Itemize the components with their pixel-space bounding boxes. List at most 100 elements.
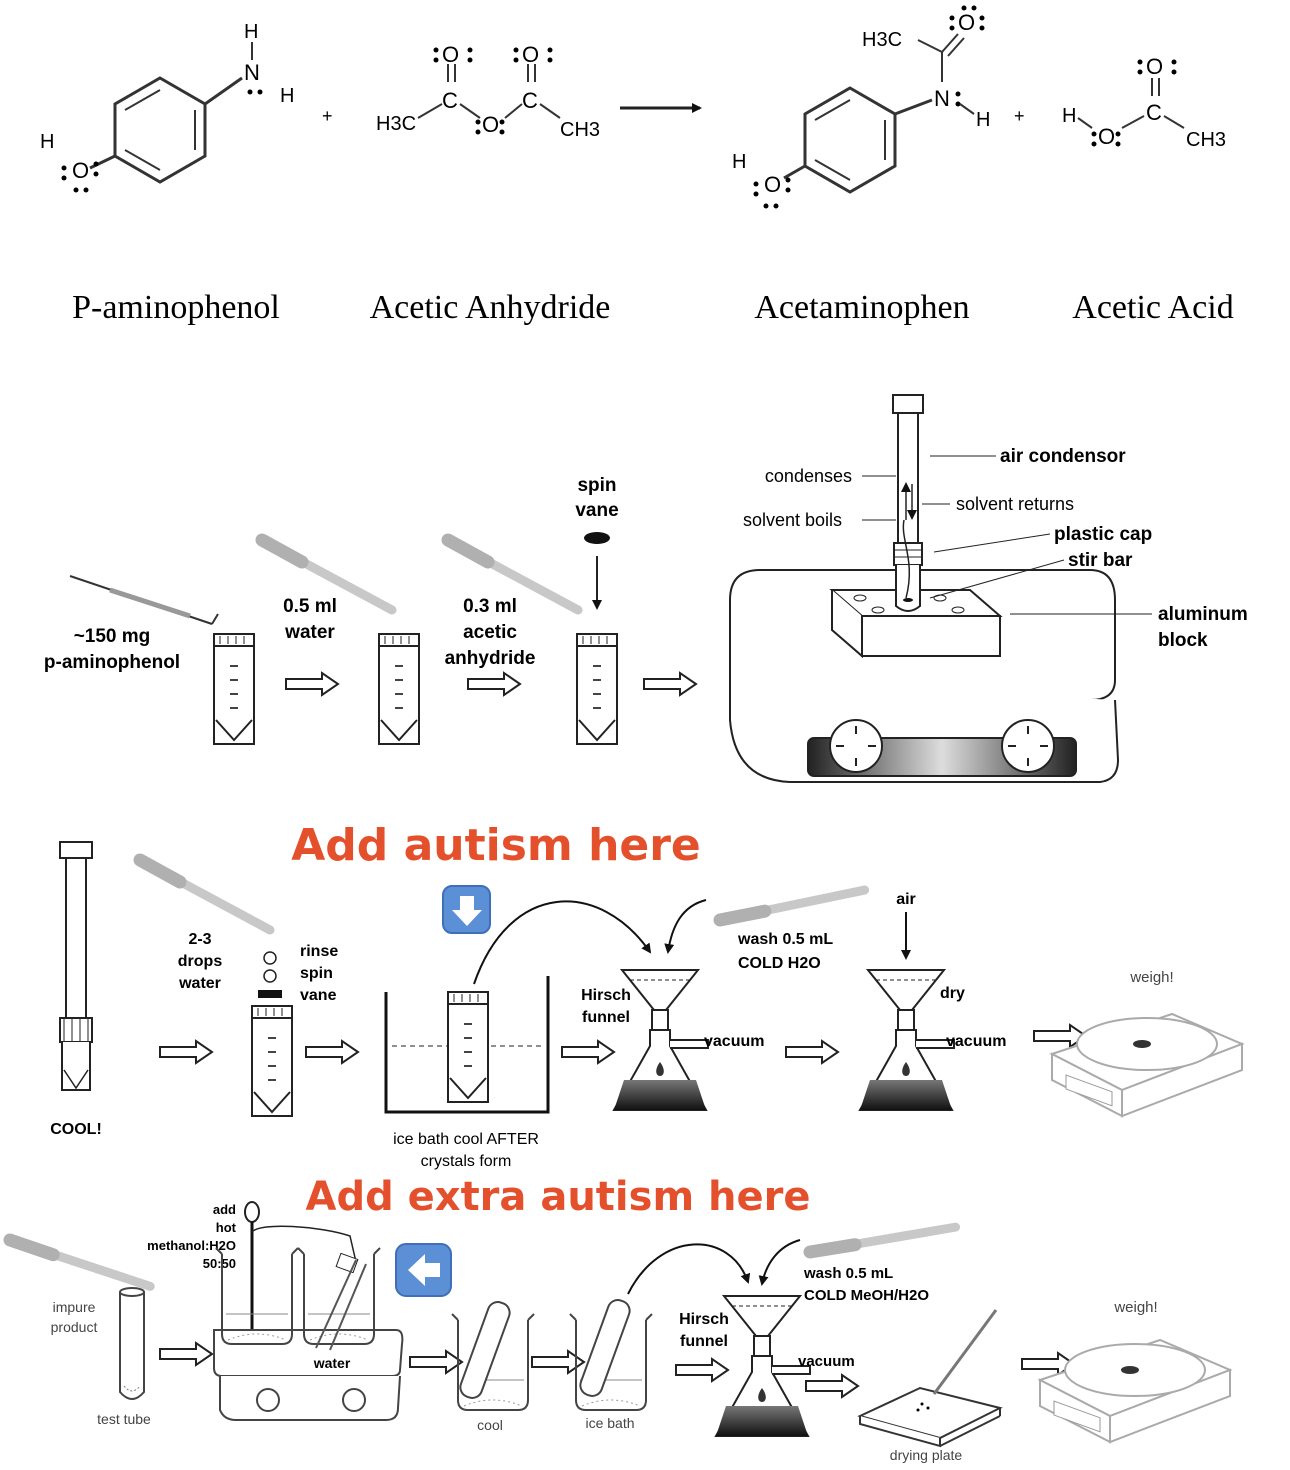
weigh-label: weigh! xyxy=(1113,1299,1157,1316)
hirsch-funnel-label: funnel xyxy=(680,1333,728,1350)
atom-h-label: H xyxy=(40,131,54,153)
water-label: water xyxy=(313,1355,351,1371)
flow-arrow-icon xyxy=(159,1040,213,1064)
drop-icon xyxy=(263,969,277,983)
wash-label: COLD H2O xyxy=(738,955,821,972)
down-arrow-emoji-button[interactable] xyxy=(442,885,491,934)
isolation-row: Add autism here COOL! 2-3 drops water ri… xyxy=(50,820,1243,1170)
p-aminophenol-structure: N H H O H xyxy=(40,21,294,193)
spatula-icon xyxy=(69,575,219,625)
pipette-icon xyxy=(140,860,270,930)
solvent-returns-label: solvent returns xyxy=(956,494,1074,514)
ice-bath-label: ice bath cool AFTER xyxy=(393,1131,539,1148)
air-label: air xyxy=(896,891,916,908)
flow-arrow-icon xyxy=(159,1342,213,1366)
atom-o-label: O xyxy=(1146,54,1163,79)
acetaminophen-structure: N H H3C O O H xyxy=(732,5,990,209)
condenser-vial-icon xyxy=(59,841,93,1091)
atom-o-label: O xyxy=(522,42,539,67)
aluminum-block-label: block xyxy=(1158,630,1208,651)
hirsch-funnel-label: funnel xyxy=(582,1009,630,1026)
drop-icon xyxy=(263,951,277,965)
ice-bath-beaker-icon xyxy=(569,1243,751,1411)
step-3-label: 0.3 ml xyxy=(463,596,517,617)
vacuum-label: vacuum xyxy=(946,1033,1006,1050)
add-hot-label: add xyxy=(213,1202,236,1217)
flow-arrow-icon xyxy=(467,672,521,696)
condenses-label: condenses xyxy=(765,466,852,486)
spin-vane-icon xyxy=(258,990,282,998)
atom-n-label: N xyxy=(244,60,260,85)
add-hot-label: hot xyxy=(216,1220,237,1235)
weigh-label: weigh! xyxy=(1129,969,1173,986)
rinse-label: rinse xyxy=(300,943,338,960)
stir-bar-label: stir bar xyxy=(1068,550,1133,571)
drops-label: 2-3 xyxy=(188,931,211,948)
wash-label: wash 0.5 mL xyxy=(737,931,833,948)
left-arrow-icon xyxy=(408,1254,440,1286)
reactant-2-name: Acetic Anhydride xyxy=(370,289,611,326)
atom-o-label: O xyxy=(442,42,459,67)
flow-arrow-icon xyxy=(409,1350,463,1374)
atom-label: CH3 xyxy=(1186,129,1226,151)
down-arrow-icon xyxy=(452,896,482,926)
atom-c-label: C xyxy=(1146,100,1162,125)
atom-h-label: H xyxy=(244,21,258,43)
hot-plate-beakers-icon xyxy=(213,1201,404,1421)
vial-icon xyxy=(378,633,420,745)
air-condensor-label: air condensor xyxy=(1000,446,1126,467)
dry-label: dry xyxy=(940,985,965,1002)
step-4-label: vane xyxy=(575,500,618,521)
wash-label: wash 0.5 mL xyxy=(803,1265,893,1282)
atom-o-label: O xyxy=(72,158,89,183)
flow-arrow-icon xyxy=(285,672,339,696)
step-2-label: 0.5 ml xyxy=(283,596,337,617)
flow-arrow-icon xyxy=(675,1358,729,1382)
wash-label: COLD MeOH/H2O xyxy=(804,1287,929,1304)
drops-label: water xyxy=(178,975,221,992)
atom-o-label: O xyxy=(958,10,975,35)
cool-label: COOL! xyxy=(50,1121,102,1138)
test-tube-icon xyxy=(119,1287,145,1400)
pipette-icon xyxy=(720,836,865,973)
drying-plate-icon xyxy=(857,1309,1003,1448)
atom-o-label: O xyxy=(482,112,499,137)
reaction-setup-row: ~150 mg p-aminophenol 0.5 ml water 0.3 m… xyxy=(44,394,1248,783)
flow-arrow-icon xyxy=(305,1040,359,1064)
atom-label: H3C xyxy=(376,113,416,135)
acetic-anhydride-structure: H3C C O O C O CH3 xyxy=(376,42,600,141)
hot-plate-icon xyxy=(729,394,1120,783)
reactant-1-name: P-aminophenol xyxy=(72,289,280,326)
isolation-title: Add autism here xyxy=(291,820,701,871)
flow-arrow-icon xyxy=(561,1040,615,1064)
ice-bath-icon xyxy=(384,900,652,1114)
product-2-name: Acetic Acid xyxy=(1072,289,1233,326)
cool-step-label: cool xyxy=(477,1417,503,1433)
test-tube-label: test tube xyxy=(97,1411,151,1427)
plastic-cap-label: plastic cap xyxy=(1054,524,1152,545)
atom-o-label: O xyxy=(764,172,781,197)
vial-icon xyxy=(576,633,618,745)
acetic-acid-structure: H O C O CH3 xyxy=(1062,54,1226,151)
atom-h-label: H xyxy=(732,151,746,173)
cooling-beaker-icon xyxy=(451,1301,535,1411)
atom-n-label: N xyxy=(934,86,950,111)
rinse-label: spin xyxy=(300,965,333,982)
recryst-title: Add extra autism here xyxy=(305,1174,810,1220)
add-hot-label: methanol:H2O xyxy=(147,1238,236,1253)
vial-icon xyxy=(251,1005,293,1117)
left-arrow-emoji-button[interactable] xyxy=(395,1243,452,1297)
impure-product-label: impure xyxy=(53,1299,96,1315)
spin-vane-icon xyxy=(584,532,610,544)
atom-o-label: O xyxy=(1098,124,1115,149)
product-1-name: Acetaminophen xyxy=(754,289,969,326)
step-1-label: ~150 mg xyxy=(74,626,151,647)
ice-bath-step-label: ice bath xyxy=(585,1415,634,1431)
flow-arrow-icon xyxy=(805,1374,859,1398)
ice-bath-label: crystals form xyxy=(421,1153,512,1170)
step-1-label: p-aminophenol xyxy=(44,652,180,673)
balance-icon xyxy=(1051,1013,1243,1117)
flow-arrow-icon xyxy=(785,1040,839,1064)
atom-label: H3C xyxy=(862,29,902,51)
